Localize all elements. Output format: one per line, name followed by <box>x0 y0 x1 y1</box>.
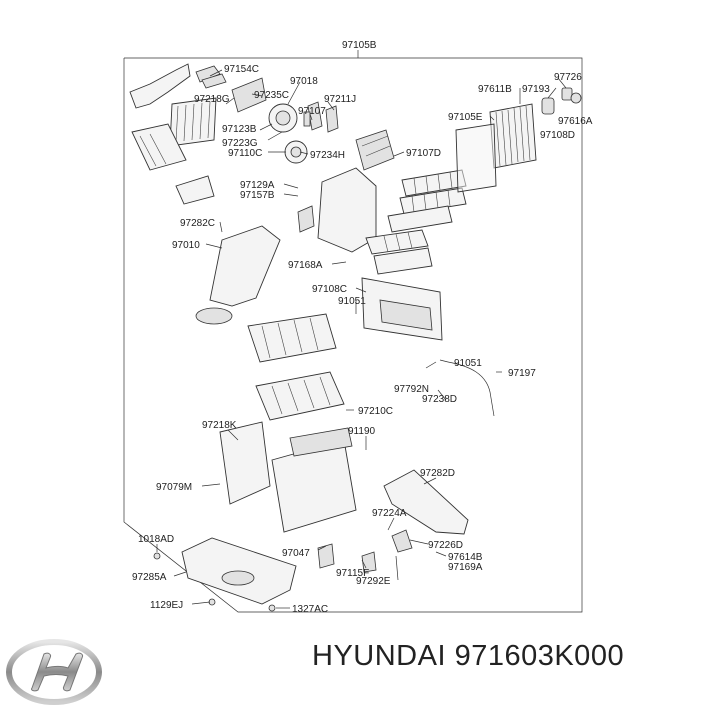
label-97129A: 97129A <box>240 180 275 191</box>
label-1327AC: 1327AC <box>292 604 328 615</box>
label-97235C: 97235C <box>254 90 289 101</box>
label-97614B: 97614B <box>448 552 483 563</box>
brand-part-number: HYUNDAI 971603K000 <box>312 640 625 672</box>
label-97107D: 97107D <box>406 148 441 159</box>
label-97123B: 97123B <box>222 124 257 135</box>
label-97224A: 97224A <box>372 508 407 519</box>
lower-case-cover <box>361 277 495 417</box>
label-97234H: 97234H <box>310 150 345 161</box>
label-97157B: 97157B <box>240 190 275 201</box>
label-91190: 91190 <box>348 426 376 437</box>
footer: HYUNDAI 971603K000 <box>0 628 720 720</box>
label-97218G: 97218G <box>194 94 230 105</box>
leader-lines <box>156 69 567 609</box>
label-97018: 97018 <box>290 76 318 87</box>
label-97726: 97726 <box>554 72 582 83</box>
label-97108D: 97108D <box>540 130 575 141</box>
mode-doors <box>365 169 467 275</box>
label-97079M: 97079M <box>156 482 192 493</box>
label-97105E: 97105E <box>448 112 483 123</box>
label-97210C: 97210C <box>358 406 393 417</box>
label-97223G: 97223G <box>222 138 258 149</box>
label-97611B: 97611B <box>478 84 512 95</box>
label-97110C: 97110C <box>228 148 262 159</box>
label-97616A: 97616A <box>558 116 593 127</box>
label-97107: 97107 <box>298 106 326 117</box>
blower-bracket <box>129 63 227 109</box>
label-97108C: 97108C <box>312 284 347 295</box>
label-97010: 97010 <box>172 240 200 251</box>
label-97211J: 97211J <box>324 94 356 105</box>
label-97105B: 97105B <box>342 40 377 51</box>
label-97285A: 97285A <box>132 572 167 583</box>
evaporator-core <box>455 87 582 193</box>
hyundai-logo-icon <box>6 639 102 705</box>
label-97282D: 97282D <box>420 468 455 479</box>
label-97197: 97197 <box>508 368 536 379</box>
label-97193: 97193 <box>522 84 550 95</box>
label-97154C: 97154C <box>224 64 259 75</box>
label-97169A: 97169A <box>448 562 483 573</box>
filter-cover <box>131 123 187 171</box>
pollen-filter <box>169 97 217 147</box>
label-97282C: 97282C <box>180 218 215 229</box>
diagram-frame <box>123 57 583 613</box>
blower-motor <box>231 77 339 164</box>
label-97792N: 97792N <box>394 384 429 395</box>
floor-duct <box>153 537 297 612</box>
air-duct <box>175 175 337 363</box>
upper-case <box>297 129 395 253</box>
label-1129EJ: 1129EJ <box>150 600 183 611</box>
label-97115F: 97115F <box>336 568 369 579</box>
label-91051-lower: 91051 <box>454 358 482 369</box>
label-97292E: 97292E <box>356 576 391 587</box>
label-1018AD: 1018AD <box>138 534 174 545</box>
label-97168A: 97168A <box>288 260 323 271</box>
label-97218K: 97218K <box>202 420 237 431</box>
label-97238D: 97238D <box>422 394 457 405</box>
label-97047: 97047 <box>282 548 310 559</box>
label-97226D: 97226D <box>428 540 463 551</box>
label-91051-upper: 91051 <box>338 296 366 307</box>
